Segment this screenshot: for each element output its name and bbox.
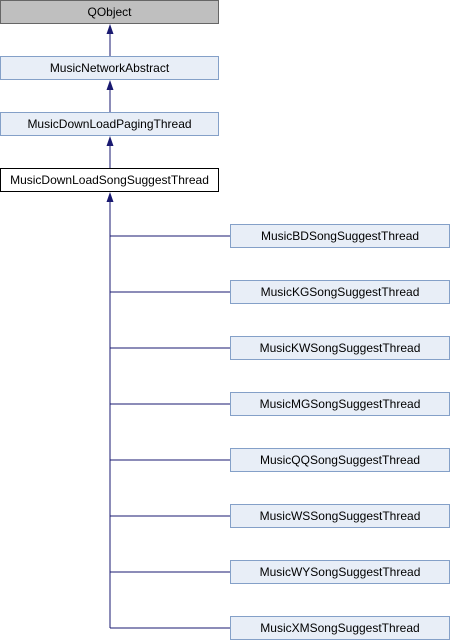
inheritance-arrowhead	[106, 192, 114, 202]
class-node-music-download-paging-thread[interactable]: MusicDownLoadPagingThread	[0, 112, 219, 136]
inheritance-arrowhead	[106, 80, 114, 90]
inheritance-arrowhead	[106, 136, 114, 146]
inheritance-arrowhead	[106, 24, 114, 34]
class-node-music-qq-song-suggest-thread[interactable]: MusicQQSongSuggestThread	[230, 448, 450, 472]
class-node-music-kw-song-suggest-thread[interactable]: MusicKWSongSuggestThread	[230, 336, 450, 360]
class-node-music-xm-song-suggest-thread[interactable]: MusicXMSongSuggestThread	[230, 616, 450, 640]
class-node-music-ws-song-suggest-thread[interactable]: MusicWSSongSuggestThread	[230, 504, 450, 528]
class-label-music-bd-song-suggest-thread: MusicBDSongSuggestThread	[260, 229, 420, 243]
class-label-music-download-paging-thread: MusicDownLoadPagingThread	[27, 117, 192, 131]
class-node-qobject: QObject	[0, 0, 219, 24]
class-node-music-mg-song-suggest-thread[interactable]: MusicMGSongSuggestThread	[230, 392, 450, 416]
class-label-music-download-song-suggest-thread: MusicDownLoadSongSuggestThread	[10, 173, 209, 187]
class-node-music-network-abstract[interactable]: MusicNetworkAbstract	[0, 56, 219, 80]
class-label-music-kg-song-suggest-thread: MusicKGSongSuggestThread	[260, 285, 420, 299]
class-label-music-wy-song-suggest-thread: MusicWYSongSuggestThread	[259, 565, 421, 579]
class-label-music-xm-song-suggest-thread: MusicXMSongSuggestThread	[260, 621, 420, 635]
class-label-music-ws-song-suggest-thread: MusicWSSongSuggestThread	[259, 509, 421, 523]
class-node-music-wy-song-suggest-thread[interactable]: MusicWYSongSuggestThread	[230, 560, 450, 584]
class-label-qobject: QObject	[87, 5, 132, 19]
class-label-music-network-abstract: MusicNetworkAbstract	[49, 61, 170, 75]
class-label-music-kw-song-suggest-thread: MusicKWSongSuggestThread	[259, 341, 421, 355]
class-label-music-mg-song-suggest-thread: MusicMGSongSuggestThread	[259, 397, 421, 411]
class-label-music-qq-song-suggest-thread: MusicQQSongSuggestThread	[259, 453, 421, 467]
class-node-music-kg-song-suggest-thread[interactable]: MusicKGSongSuggestThread	[230, 280, 450, 304]
class-node-music-download-song-suggest-thread: MusicDownLoadSongSuggestThread	[0, 168, 219, 192]
class-node-music-bd-song-suggest-thread[interactable]: MusicBDSongSuggestThread	[230, 224, 450, 248]
